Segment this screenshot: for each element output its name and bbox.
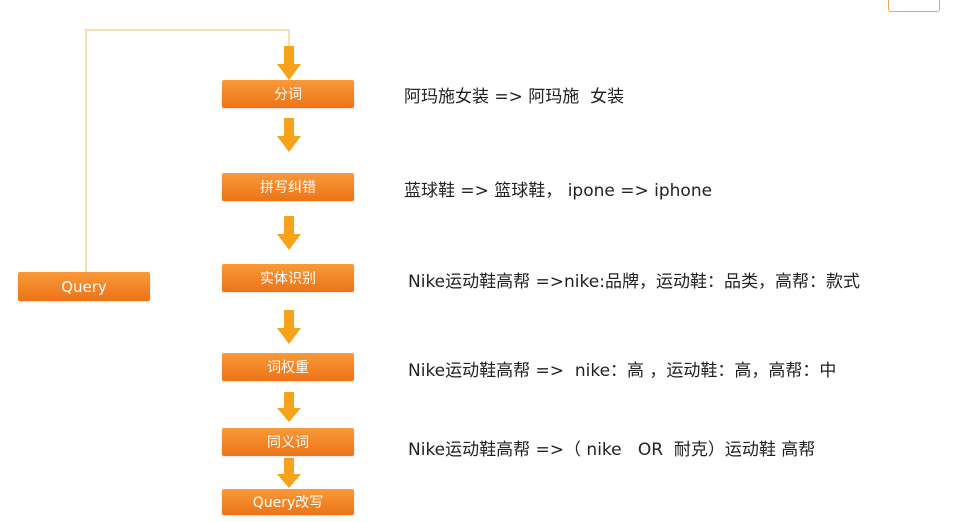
example-synonym: Nike运动鞋高帮 =>（ nike OR 耐克）运动鞋 高帮 xyxy=(408,440,816,460)
step-term-weight: 词权重 xyxy=(222,353,354,381)
down-arrow-icon xyxy=(277,46,301,80)
brand-logo xyxy=(888,0,940,12)
step-query-rewrite: Query改写 xyxy=(222,489,354,515)
down-arrow-icon xyxy=(277,216,301,250)
step-entity-recognition: 实体识别 xyxy=(222,264,354,292)
step-tokenization: 分词 xyxy=(222,80,354,108)
example-tokenization: 阿玛施女装 => 阿玛施 女装 xyxy=(404,87,625,107)
down-arrow-icon xyxy=(277,458,301,488)
down-arrow-icon xyxy=(277,118,301,152)
query-box: Query xyxy=(18,272,150,301)
down-arrow-icon xyxy=(277,392,301,422)
example-term-weight: Nike运动鞋高帮 => nike：高 ，运动鞋：高，高帮：中 xyxy=(408,361,837,381)
down-arrow-icon xyxy=(277,310,301,344)
example-entity-recognition: Nike运动鞋高帮 =>nike:品牌，运动鞋：品类，高帮：款式 xyxy=(408,272,860,292)
connector-line-vertical xyxy=(85,29,87,272)
step-synonym: 同义词 xyxy=(222,428,354,456)
example-spelling-correction: 蓝球鞋 => 篮球鞋， ipone => iphone xyxy=(404,181,713,201)
step-spelling-correction: 拼写纠错 xyxy=(222,173,354,201)
connector-line-drop xyxy=(288,29,290,49)
connector-line-horizontal xyxy=(85,29,290,31)
